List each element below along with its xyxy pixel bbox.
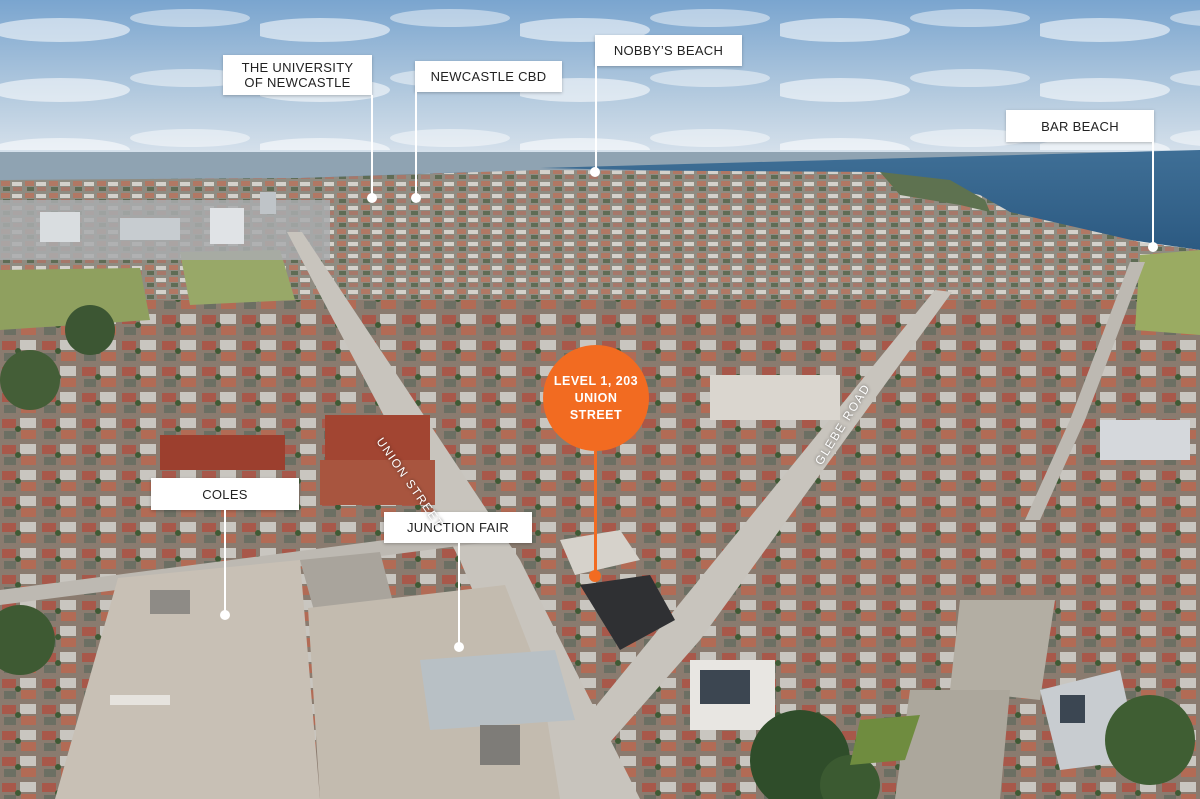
nobbys-pin [590, 167, 600, 177]
coles-callout: COLES [151, 478, 299, 510]
cbd-label: NEWCASTLE CBD [430, 69, 547, 84]
subject-property-leader [594, 451, 597, 571]
junction-fair-callout: JUNCTION FAIR [384, 512, 532, 543]
junction-fair-label: JUNCTION FAIR [406, 520, 510, 535]
nobbys-label: NOBBY’S BEACH [613, 43, 724, 58]
university-callout: THE UNIVERSITY OF NEWCASTLE [223, 55, 372, 95]
junction-fair-pin [454, 642, 464, 652]
junction-fair-leader [458, 543, 460, 645]
coles-leader [224, 510, 226, 614]
bar-beach-callout: BAR BEACH [1006, 110, 1154, 142]
bar-beach-pin [1148, 242, 1158, 252]
coles-pin [220, 610, 230, 620]
university-pin [367, 193, 377, 203]
cbd-pin [411, 193, 421, 203]
cbd-leader [415, 92, 417, 196]
bar-beach-label: BAR BEACH [1041, 118, 1119, 134]
subject-property-marker: LEVEL 1, 203 UNION STREET [543, 345, 649, 451]
coles-label: COLES [202, 486, 248, 502]
cbd-callout: NEWCASTLE CBD [415, 61, 562, 92]
bar-beach-leader [1152, 142, 1154, 246]
university-label: THE UNIVERSITY OF NEWCASTLE [241, 60, 354, 90]
nobbys-leader [595, 66, 597, 170]
subject-property-pin [589, 570, 601, 582]
subject-property-label: LEVEL 1, 203 UNION STREET [553, 373, 639, 422]
university-leader [371, 95, 373, 197]
nobbys-callout: NOBBY’S BEACH [595, 35, 742, 66]
